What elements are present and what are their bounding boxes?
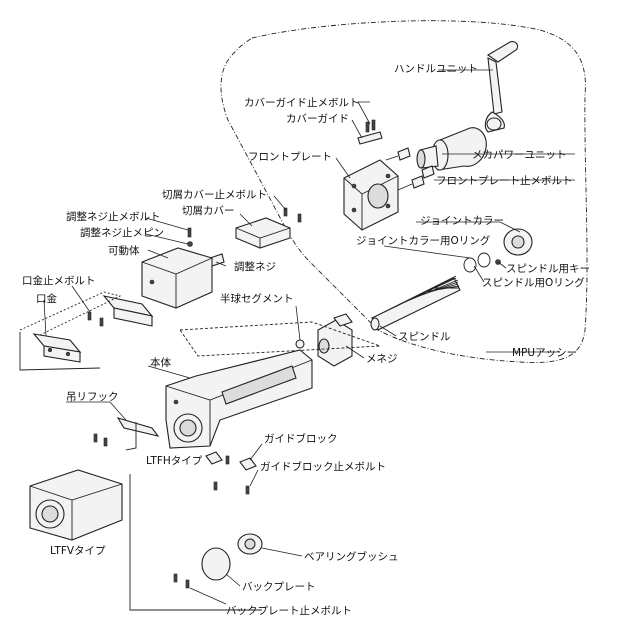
spindle-part xyxy=(370,275,461,331)
nut-part xyxy=(317,313,353,367)
joint-collar-part xyxy=(503,228,533,256)
ltfv-body-part xyxy=(29,469,123,541)
label-ltfv-type: LTFVタイプ xyxy=(50,545,106,557)
label-movable-body: 可動体 xyxy=(108,244,140,257)
label-back-plate: バックプレート xyxy=(242,581,316,593)
bearing-bush-part xyxy=(237,533,263,555)
label-cover-guide: カバーガイド xyxy=(286,113,349,125)
label-jaw: 口金 xyxy=(36,292,57,305)
label-mecha-power-unit: メカパワーユニット xyxy=(472,149,567,161)
label-joint-collar: ジョイントカラー xyxy=(420,215,504,227)
back-plate-part xyxy=(173,547,231,589)
front-plate-part xyxy=(343,159,399,231)
mecha-power-unit-part xyxy=(416,127,487,171)
label-handle-unit: ハンドルユニット xyxy=(394,63,478,75)
label-jaw-screw: 口金止メボルト xyxy=(22,274,96,287)
label-adjust-screw-pin: 調整ネジ止メピン xyxy=(80,226,164,239)
label-adjust-screw-bolt: 調整ネジ止メボルト xyxy=(66,210,161,223)
label-ltfh-type: LTFHタイプ xyxy=(146,455,203,467)
main-body-part xyxy=(165,349,313,449)
label-front-plate-screw: フロントプレート止メボルト xyxy=(436,175,573,187)
movable-body-part xyxy=(141,247,213,309)
label-bearing-bush: ベアリングブッシュ xyxy=(304,550,399,563)
label-spindle-key: スピンドル用キー xyxy=(506,263,590,275)
jaw-parts xyxy=(32,295,154,363)
guide-block-part xyxy=(205,451,257,495)
cover-guide-part xyxy=(357,119,383,145)
label-front-plate: フロントプレート xyxy=(248,151,332,163)
mpu-assy-boundary xyxy=(220,20,588,363)
label-chip-cover: 切屑カバー xyxy=(182,205,235,217)
o-rings xyxy=(463,252,501,273)
label-nut: メネジ xyxy=(366,353,398,365)
label-spindle-oring: スピンドル用Oリング xyxy=(482,276,585,289)
hemisphere-segment-part xyxy=(295,339,305,349)
handle-unit-part xyxy=(484,41,519,133)
label-hemisphere-segment: 半球セグメント xyxy=(220,292,294,305)
label-main-body: 本体 xyxy=(150,356,171,369)
label-guide-block-screw: ガイドブロック止メボルト xyxy=(260,460,386,473)
leader-lines xyxy=(43,69,575,605)
label-spindle: スピンドル xyxy=(398,331,451,343)
chip-cover-part xyxy=(235,207,302,249)
label-joint-collar-oring: ジョイントカラー用Oリング xyxy=(356,234,491,247)
label-back-plate-screw: バックプレート止メボルト xyxy=(226,605,352,617)
label-cover-guide-screw: カバーガイド止メボルト xyxy=(244,97,360,109)
lifting-hook-part xyxy=(93,417,160,447)
label-guide-block: ガイドブロック xyxy=(264,432,338,445)
label-lifting-hook: 吊リフック xyxy=(66,391,119,403)
label-adjust-screw: 調整ネジ xyxy=(234,260,276,273)
label-mpu-assy: MPUアッシー xyxy=(512,347,577,359)
label-chip-cover-screw: 切屑カバー止メボルト xyxy=(162,189,267,201)
front-plate-screws xyxy=(385,147,435,191)
